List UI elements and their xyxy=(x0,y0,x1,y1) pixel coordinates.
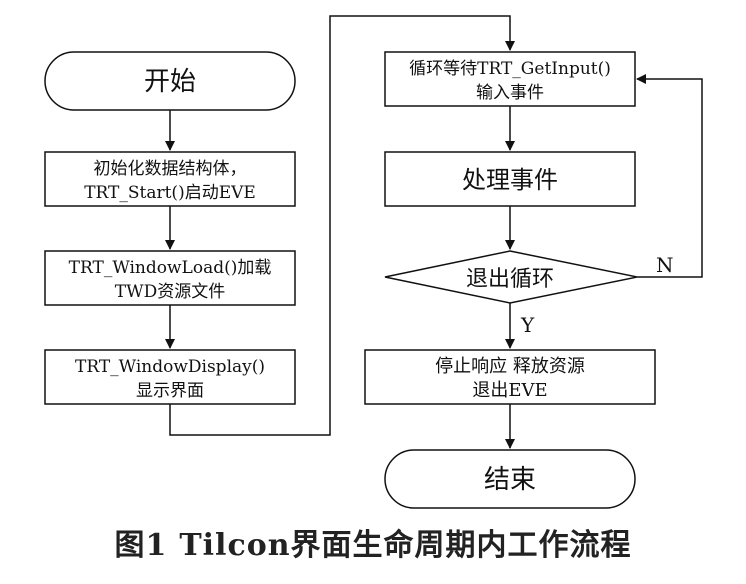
decision-label: 退出循环 xyxy=(466,267,554,292)
wait-label-2: 输入事件 xyxy=(476,83,544,103)
init-label-2: TRT_Start()启动EVE xyxy=(84,183,256,203)
flowchart: 开始 初始化数据结构体， TRT_Start()启动EVE TRT_Window… xyxy=(44,15,703,509)
load-label-1: TRT_WindowLoad()加载 xyxy=(69,258,272,278)
edge-decision-no xyxy=(636,74,703,278)
process-label: 处理事件 xyxy=(462,166,558,194)
load-label-2: TWD资源文件 xyxy=(115,282,225,302)
display-label-2: 显示界面 xyxy=(136,381,204,401)
end-label: 结束 xyxy=(484,465,536,495)
wait-label-1: 循环等待TRT_GetInput() xyxy=(409,59,611,79)
edge-label-no: N xyxy=(656,253,674,277)
init-label-1: 初始化数据结构体， xyxy=(94,159,247,179)
stop-label-2: 退出EVE xyxy=(472,380,547,401)
start-label: 开始 xyxy=(144,67,196,97)
figure-caption: 图1 Tilcon界面生命周期内工作流程 xyxy=(0,520,746,564)
end-node xyxy=(384,449,636,509)
caption-number: 图1 xyxy=(114,528,168,563)
stop-label-1: 停止响应 释放资源 xyxy=(435,356,585,377)
display-label-1: TRT_WindowDisplay() xyxy=(75,357,265,377)
wait-node xyxy=(384,51,636,107)
process-node xyxy=(384,151,636,207)
init-node xyxy=(44,151,296,207)
edge-display-wait xyxy=(169,15,515,436)
edge-label-yes: Y xyxy=(520,313,535,337)
display-node xyxy=(44,349,296,405)
caption-title: Tilcon界面生命周期内工作流程 xyxy=(179,528,632,563)
